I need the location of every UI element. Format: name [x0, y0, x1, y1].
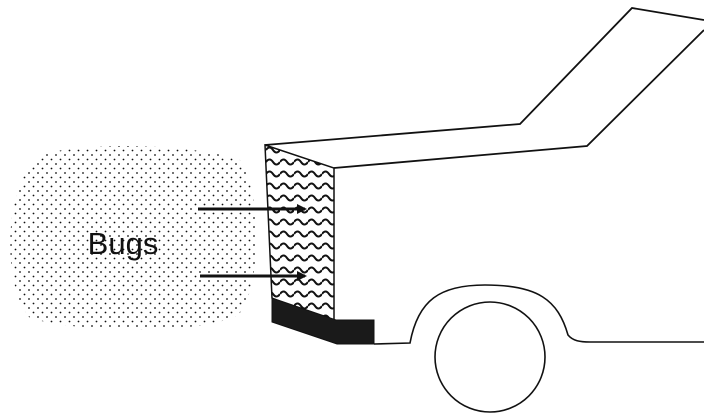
hood-outline — [265, 8, 704, 145]
windshield-base-line — [334, 30, 704, 168]
wheel — [435, 302, 545, 412]
bugs-label: Bugs — [60, 224, 186, 264]
